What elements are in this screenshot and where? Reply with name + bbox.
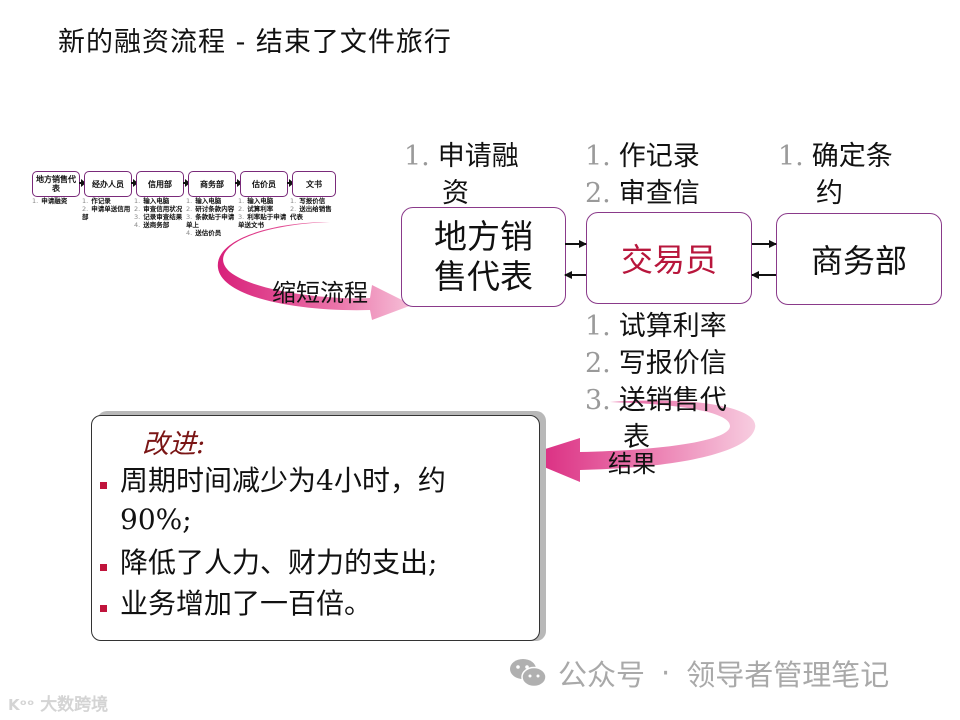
old-flow-list-credit: 1.输入电脑 2.审查信用状况 3.记录审查结果 4.送商务部: [134, 197, 183, 229]
logo-icon: Kᵒᵒ: [8, 696, 35, 714]
old-flow-list-pricer: 1.输入电脑 2.试算利率 3.利率贴于申请单送文书: [238, 197, 287, 229]
old-flow-list-clerk: 1.作记录 2.申请单送信用部: [82, 197, 131, 221]
bullet-icon: [100, 482, 107, 489]
trader-items-bottom: 1.试算利率 2.写报价信 3.送销售代 表: [585, 311, 727, 453]
business-items: 1.确定条 约: [778, 141, 893, 209]
logo-watermark: Kᵒᵒ 大数跨境: [8, 695, 109, 715]
old-flow-arrow: [183, 179, 190, 187]
business-dept-box: 商务部: [776, 213, 942, 305]
bullet-icon: [100, 564, 107, 571]
improvement-heading: 改进:: [142, 429, 206, 460]
trader-label: 交易员: [620, 241, 717, 279]
improvement-item: 业务增加了一百倍。: [120, 587, 373, 620]
old-flow-box-sales: 地方销售代表: [32, 171, 80, 197]
old-flow-list-business: 1.输入电脑 2.研讨条款内容 3.条款贴于申请单上 4.送估价员: [186, 197, 235, 237]
old-flow-arrow: [131, 179, 138, 187]
shorten-arrow-label: 缩短流程: [272, 279, 368, 307]
shorten-arrow-icon: [217, 222, 412, 320]
sales-rep-box: 地方销 售代表: [401, 207, 566, 307]
old-flow-arrow: [79, 179, 86, 187]
improvement-item: 周期时间减少为4小时，约 90%;: [120, 464, 446, 536]
old-flow-box-business: 商务部: [188, 171, 236, 197]
old-flow-box-clerical: 文书: [292, 171, 336, 197]
result-arrow-label: 结果: [608, 450, 656, 478]
wechat-icon: [510, 659, 547, 688]
old-flow-box-pricer: 估价员: [240, 171, 288, 197]
arrow-trader-to-sales: [564, 271, 586, 278]
sales-items: 1.申请融 资: [404, 141, 519, 209]
old-flow-box-credit: 信用部: [136, 171, 184, 197]
old-flow-arrow: [235, 179, 242, 187]
arrow-business-to-trader: [751, 271, 776, 278]
business-dept-label: 商务部: [810, 242, 907, 280]
result-arrow-icon: [520, 400, 756, 482]
old-flow-list-clerical: 1.写报价信 2.送出给销售代表: [290, 197, 332, 221]
sales-rep-label: 地方销: [434, 217, 533, 256]
slide-title: 新的融资流程 - 结束了文件旅行: [58, 27, 452, 58]
old-flow-box-clerk: 经办人员: [84, 171, 132, 197]
wechat-watermark: 公众号 · 领导者管理笔记: [508, 652, 889, 694]
improvement-item: 降低了人力、财力的支出;: [120, 546, 438, 579]
trader-box: 交易员: [586, 212, 752, 304]
trader-items-top: 1.作记录 2.审查信: [585, 141, 700, 209]
old-flow-list-sales: 1.申请融资: [32, 197, 68, 205]
bullet-icon: [100, 605, 107, 612]
old-flow-arrow: [287, 179, 294, 187]
arrow-sales-to-trader: [565, 240, 587, 247]
sales-rep-label: 售代表: [434, 257, 533, 296]
improvement-callout: 改进: 周期时间减少为4小时，约 90%; 降低了人力、财力的支出; 业务增加了…: [91, 415, 540, 641]
arrow-trader-to-business: [752, 240, 777, 247]
